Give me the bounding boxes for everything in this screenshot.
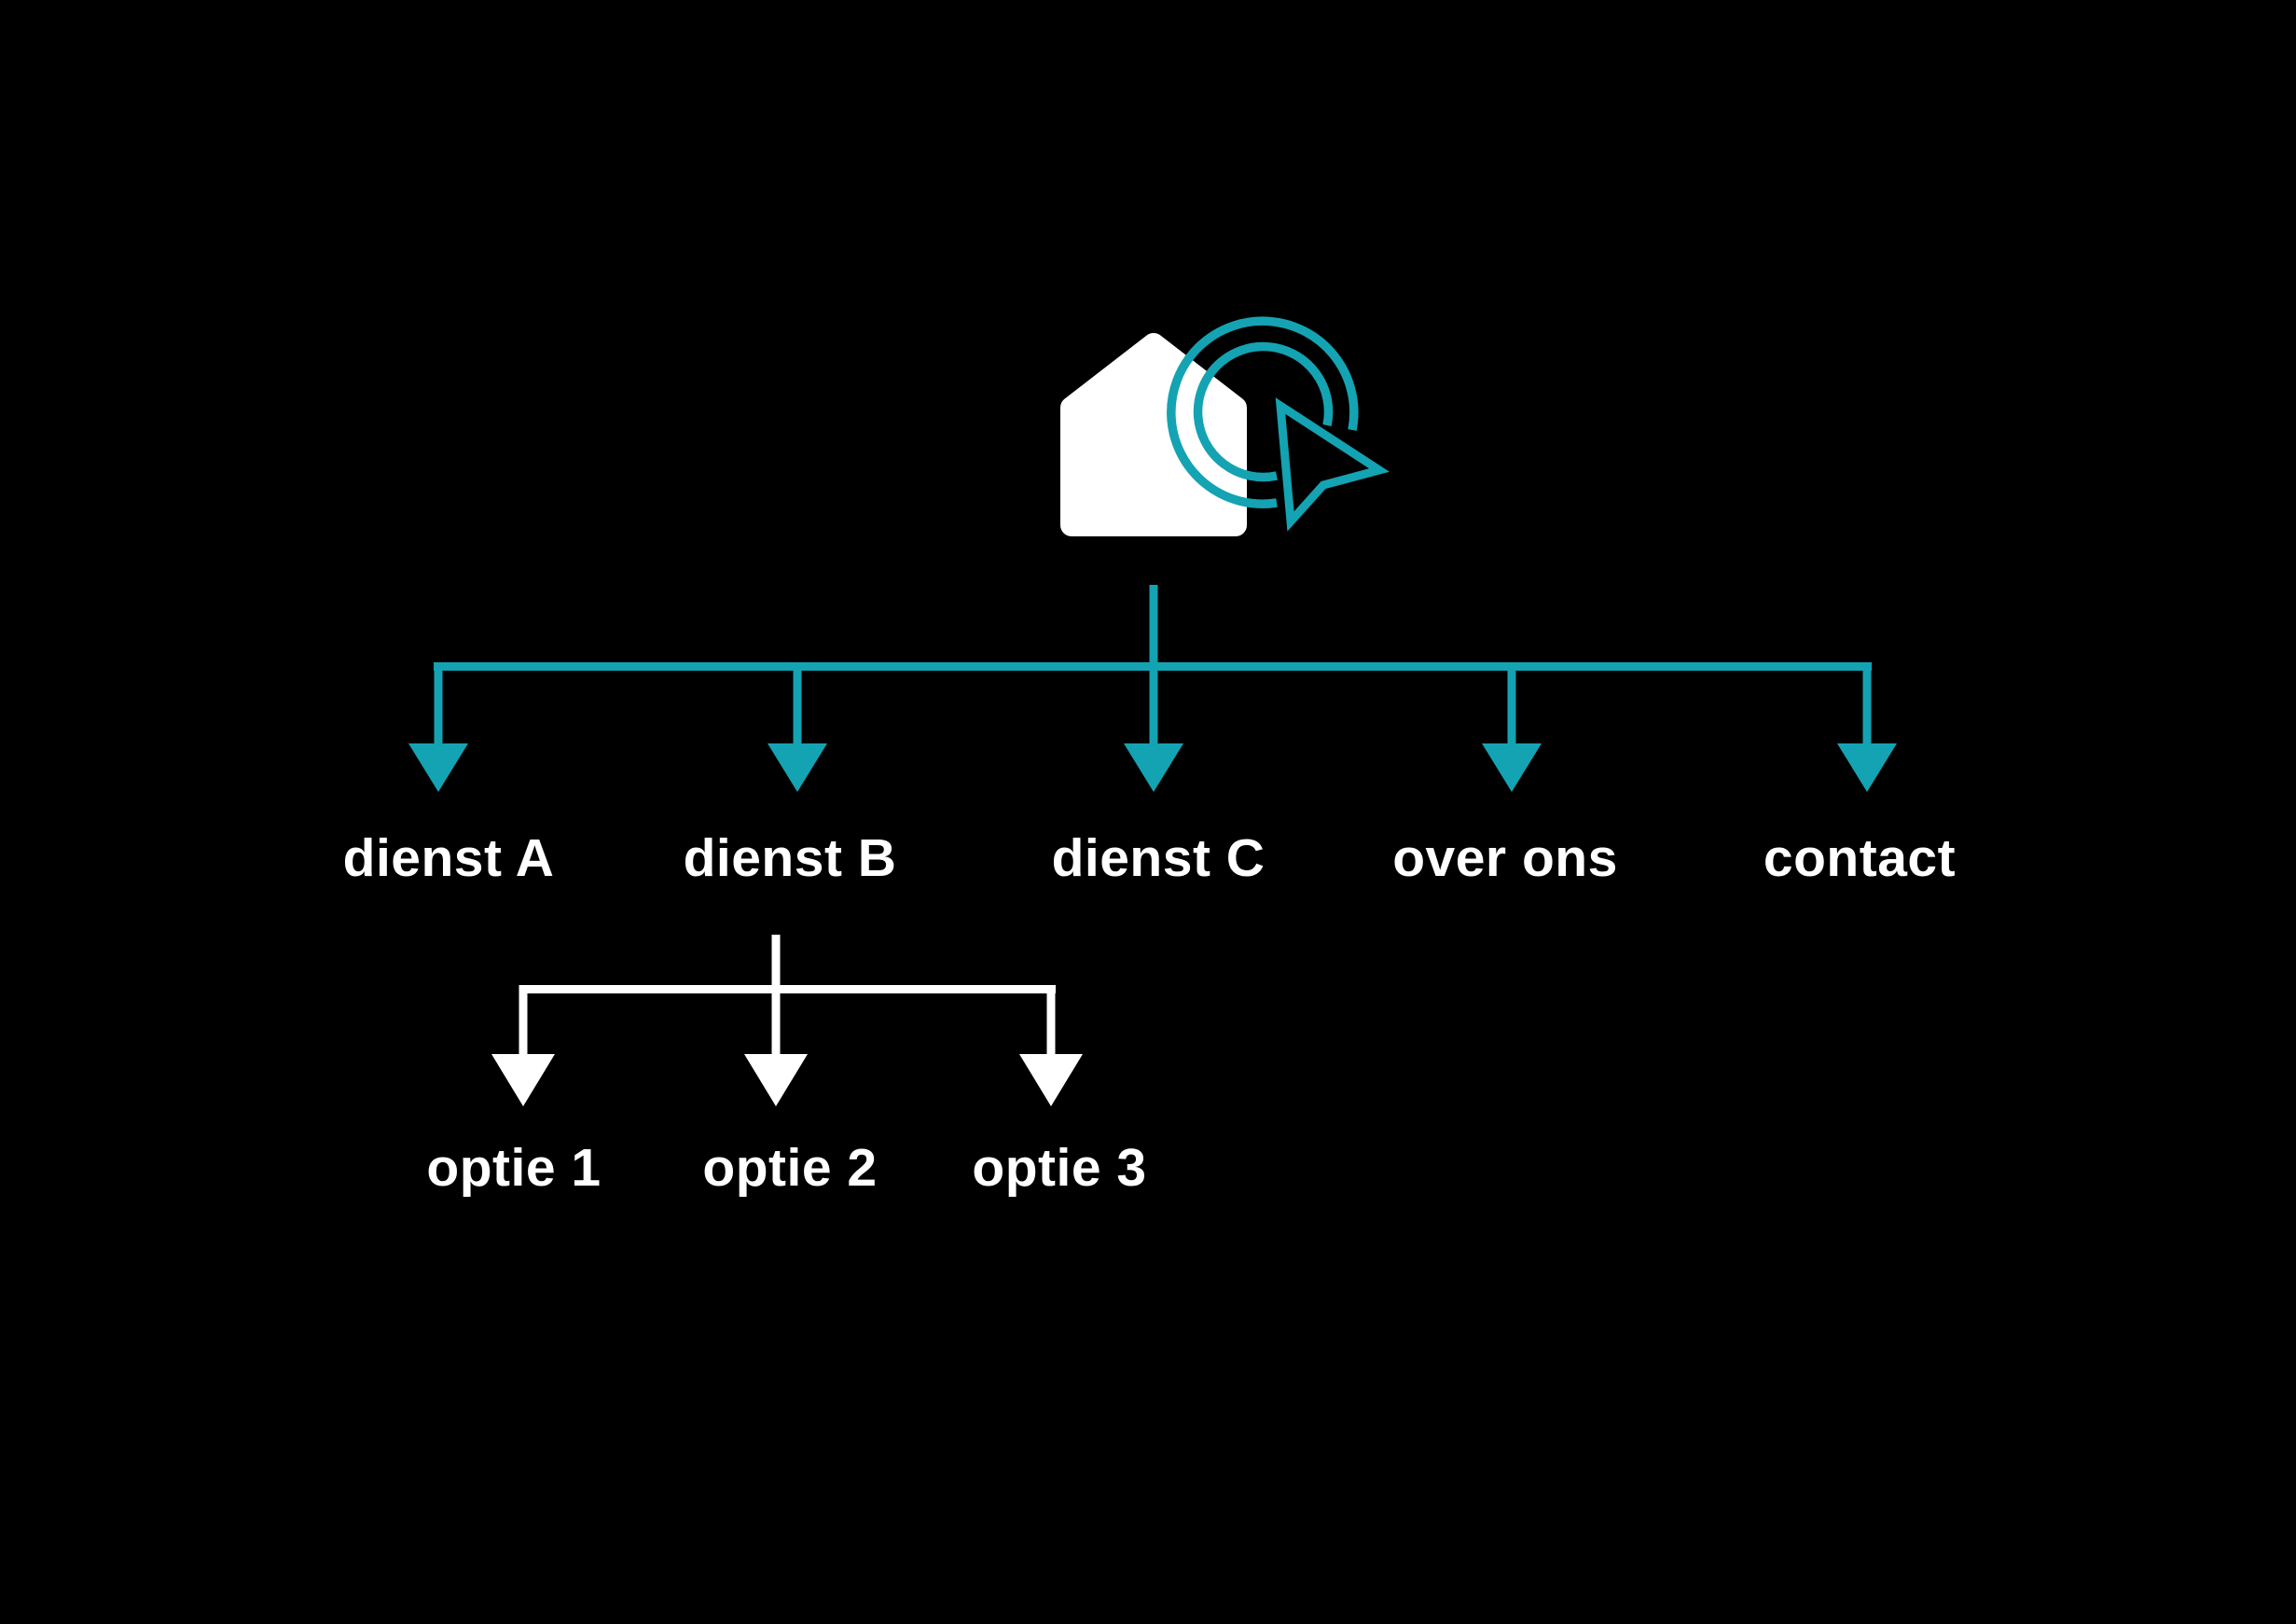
arrow-down-icon bbox=[1837, 743, 1897, 792]
arrow-down-icon bbox=[408, 743, 468, 792]
tier2-arrowheads bbox=[491, 1054, 1083, 1106]
tier1-arrowheads bbox=[408, 743, 1897, 792]
tier1-connectors bbox=[434, 585, 1872, 746]
node-dienst-c: dienst C bbox=[1051, 828, 1266, 888]
node-dienst-a: dienst A bbox=[342, 828, 555, 888]
house-click-icon bbox=[1060, 316, 1390, 536]
arrow-down-icon bbox=[744, 1054, 808, 1106]
node-contact: contact bbox=[1763, 828, 1957, 888]
node-optie-2: optie 2 bbox=[702, 1138, 878, 1198]
click-ring-inner-icon bbox=[1193, 341, 1334, 482]
arrow-down-icon bbox=[768, 743, 827, 792]
tier2-connectors bbox=[519, 935, 1056, 1057]
arrow-down-icon bbox=[1019, 1054, 1083, 1106]
click-ring-outer-icon bbox=[1167, 316, 1359, 508]
node-optie-1: optie 1 bbox=[426, 1138, 602, 1198]
node-optie-3: optie 3 bbox=[972, 1138, 1147, 1198]
arrow-down-icon bbox=[1482, 743, 1542, 792]
arrow-down-icon bbox=[491, 1054, 555, 1106]
node-over-ons: over ons bbox=[1392, 828, 1618, 888]
arrow-down-icon bbox=[1124, 743, 1183, 792]
node-dienst-b: dienst B bbox=[683, 828, 897, 888]
cursor-icon bbox=[1275, 397, 1390, 532]
